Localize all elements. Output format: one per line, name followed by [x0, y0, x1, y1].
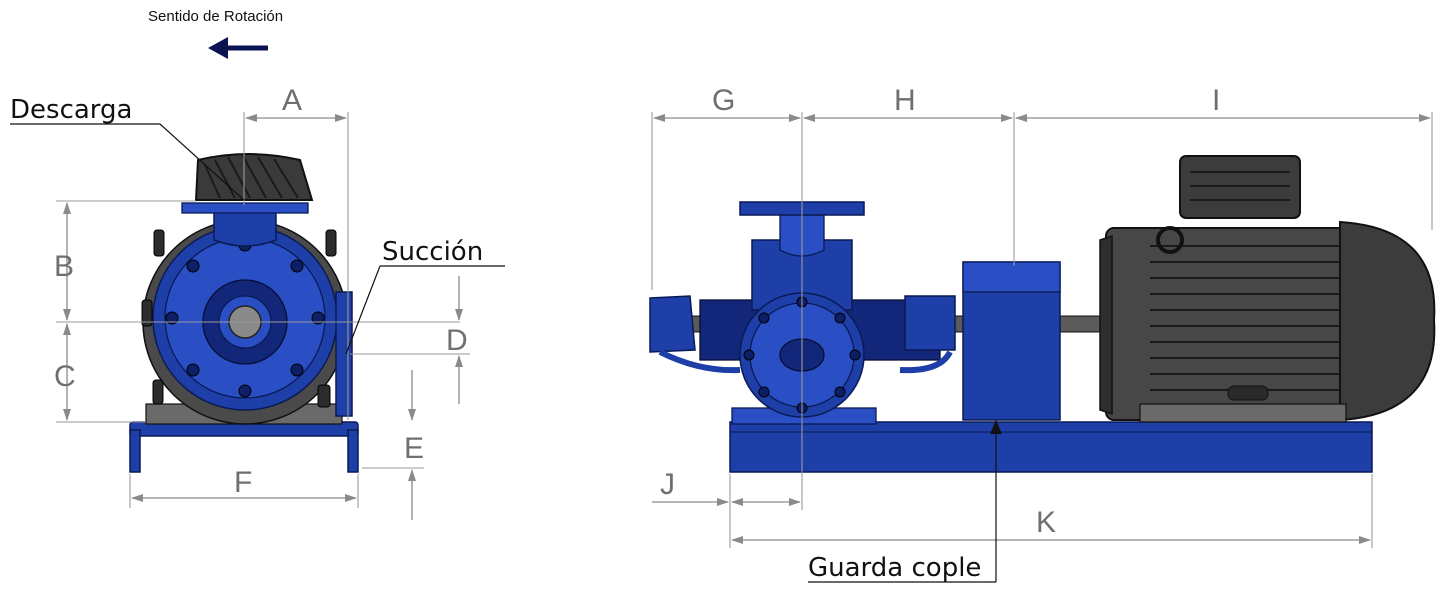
dimension-label-g: G	[712, 84, 735, 117]
coupling-guard-callout: Guarda cople	[808, 420, 1002, 583]
side-view-pump-assembly	[649, 155, 1436, 473]
dimension-label-i: I	[1212, 84, 1220, 117]
suction-callout: Succión	[345, 237, 505, 355]
dimension-label-h: H	[894, 84, 916, 117]
coupling-guard-label: Guarda cople	[808, 553, 981, 583]
dimension-label-j: J	[660, 468, 675, 501]
dimension-label-a: A	[282, 84, 302, 117]
dimension-label-f: F	[234, 466, 252, 499]
front-view-dimensions	[56, 112, 470, 520]
discharge-label: Descarga	[10, 95, 132, 125]
dimension-label-e: E	[404, 432, 424, 465]
left-arrow-icon	[208, 37, 268, 59]
dimension-label-k: K	[1036, 506, 1056, 539]
dimension-label-b: B	[54, 250, 74, 283]
discharge-callout: Descarga	[10, 95, 245, 201]
rotation-label: Sentido de Rotación	[148, 8, 284, 25]
dimension-label-c: C	[54, 360, 76, 393]
suction-label: Succión	[382, 237, 483, 267]
dimension-label-d: D	[446, 324, 468, 357]
side-view-dimensions	[651, 112, 1433, 548]
